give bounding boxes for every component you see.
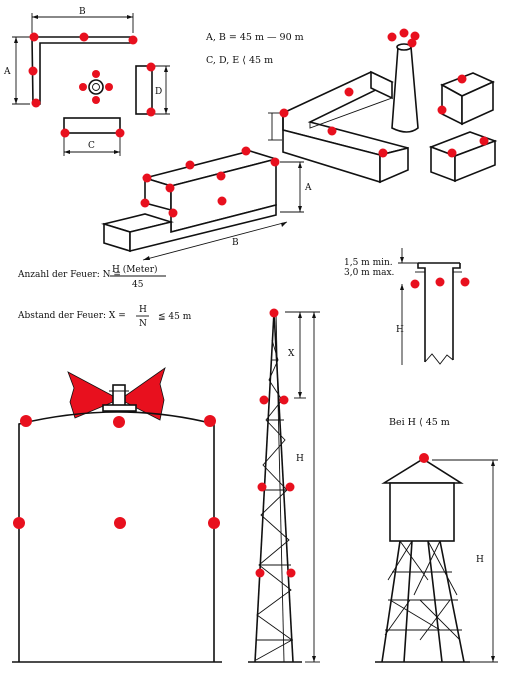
dim-label-c: C [88,141,95,151]
dim-label-b-building: B [232,238,239,248]
iso-long-building: A B [100,146,312,261]
obstruction-light [279,108,289,118]
plan-view-l-shape: B A [3,7,138,108]
obstruction-light [13,517,25,529]
obstruction-light [279,395,289,405]
water-tower: Bei H ⟨ 45 m H [375,417,498,663]
obstruction-light [286,568,296,578]
obstruction-light [435,277,445,287]
obstruction-light [255,568,265,578]
svg-text:Anzahl der Feuer: N =: Anzahl der Feuer: N = [17,270,121,280]
obstruction-light [142,173,152,183]
obstruction-light [165,183,175,193]
obstruction-light [285,482,295,492]
plan-view-rect-c: C [60,117,125,156]
svg-text:Abstand der Feuer: X =: Abstand der Feuer: X = [17,311,126,321]
obstruction-light [399,28,409,38]
dim-label-a: A [3,67,11,77]
range-note-ab: A, B = 45 m — 90 m [205,32,304,43]
chimney-min-label: 1,5 m min. [344,258,393,268]
obstruction-light [241,146,251,156]
lattice-tower: X H [248,308,320,663]
formula-count: Anzahl der Feuer: N = H (Meter) 45 [17,264,166,290]
obstruction-light [410,279,420,289]
obstruction-light [140,198,150,208]
obstruction-light [270,157,280,167]
obstruction-light [204,415,216,427]
obstruction-light [460,277,470,287]
obstruction-light [168,208,178,218]
obstruction-light [457,74,467,84]
svg-text:H (Meter): H (Meter) [112,264,158,275]
obstruction-light [128,35,138,45]
svg-text:H: H [139,305,147,315]
obstruction-light [327,126,337,136]
water-tower-h-label: H [476,555,484,565]
obstruction-light [29,32,39,42]
obstruction-light [407,38,417,48]
formula-spacing: Abstand der Feuer: X = H N ≦ 45 m [17,305,192,329]
obstruction-light [185,160,195,170]
chimney-detail: 1,5 m min. 3,0 m max. H [344,248,470,365]
dim-label-d: D [155,87,162,97]
obstruction-light [387,32,397,42]
obstruction-light [479,136,489,146]
dim-label-a-building: A [304,183,312,193]
tower-x-label: X [288,349,295,359]
plan-view-chimney [79,70,113,104]
obstruction-light [115,128,125,138]
obstruction-light [447,148,457,158]
water-tower-condition: Bei H ⟨ 45 m [389,417,450,428]
chimney-max-label: 3,0 m max. [344,268,395,278]
obstruction-light [216,171,226,181]
obstruction-light [60,128,70,138]
obstruction-light [269,308,279,318]
obstruction-light [410,31,420,41]
range-note-cde: C, D, E ⟨ 45 m [206,55,273,66]
obstruction-light [28,66,38,76]
svg-text:45: 45 [132,280,144,290]
obstruction-light [419,453,429,463]
obstruction-light [217,196,227,206]
obstruction-light [146,107,156,117]
obstruction-light [113,416,125,428]
obstruction-light [114,517,126,529]
obstruction-light [344,87,354,97]
obstruction-light [437,105,447,115]
obstruction-light [105,83,113,91]
obstruction-light [31,98,41,108]
svg-text:N: N [139,319,147,329]
obstruction-light [79,32,89,42]
chimney-h-label: H [396,325,404,335]
obstruction-light [79,83,87,91]
plan-view-rect-d: D [135,62,170,117]
obstruction-light [259,395,269,405]
svg-text:≦ 45 m: ≦ 45 m [158,312,192,322]
iso-building-complex [268,28,498,184]
obstruction-light [146,62,156,72]
obstruction-light [92,96,100,104]
tower-h-label: H [296,454,304,464]
tall-building [12,366,222,663]
obstruction-light [378,148,388,158]
obstruction-light [92,70,100,78]
obstruction-light [257,482,267,492]
dim-label-b: B [79,7,86,17]
obstruction-light [20,415,32,427]
obstruction-light [208,517,220,529]
